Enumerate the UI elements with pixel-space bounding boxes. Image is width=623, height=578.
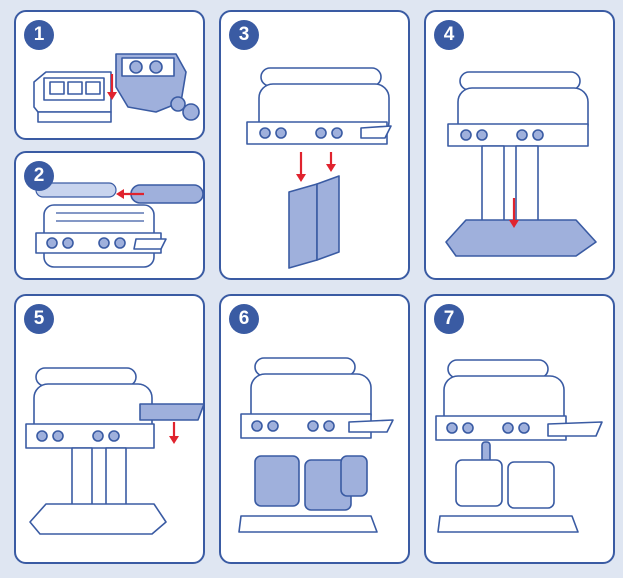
step-number-badge: 3 bbox=[229, 20, 259, 50]
grill-dough-cans-illustration bbox=[238, 357, 394, 533]
step-panel-5: 5 bbox=[14, 294, 205, 564]
step-number-badge: 2 bbox=[24, 161, 54, 191]
grill-handle-insert-illustration bbox=[35, 182, 203, 268]
grill-side-tray-illustration bbox=[25, 367, 203, 535]
step-panel-3: 3 bbox=[219, 10, 410, 280]
grill-base-attach-illustration bbox=[445, 71, 597, 257]
step-panel-4: 4 bbox=[424, 10, 615, 280]
step-panel-1: 1 bbox=[14, 10, 205, 140]
step-number-badge: 1 bbox=[24, 20, 54, 50]
step-panel-7: 7 bbox=[424, 294, 615, 564]
step-panel-6: 6 bbox=[219, 294, 410, 564]
step-number-badge: 7 bbox=[434, 304, 464, 334]
grill-accessories-illustration bbox=[435, 359, 603, 533]
step-number-badge: 5 bbox=[24, 304, 54, 334]
step-number-badge: 4 bbox=[434, 20, 464, 50]
grill-leg-attach-illustration bbox=[246, 67, 392, 269]
step-number-badge: 6 bbox=[229, 304, 259, 334]
step-panel-2: 2 bbox=[14, 151, 205, 280]
grill-lid-assembly-illustration bbox=[33, 53, 200, 123]
